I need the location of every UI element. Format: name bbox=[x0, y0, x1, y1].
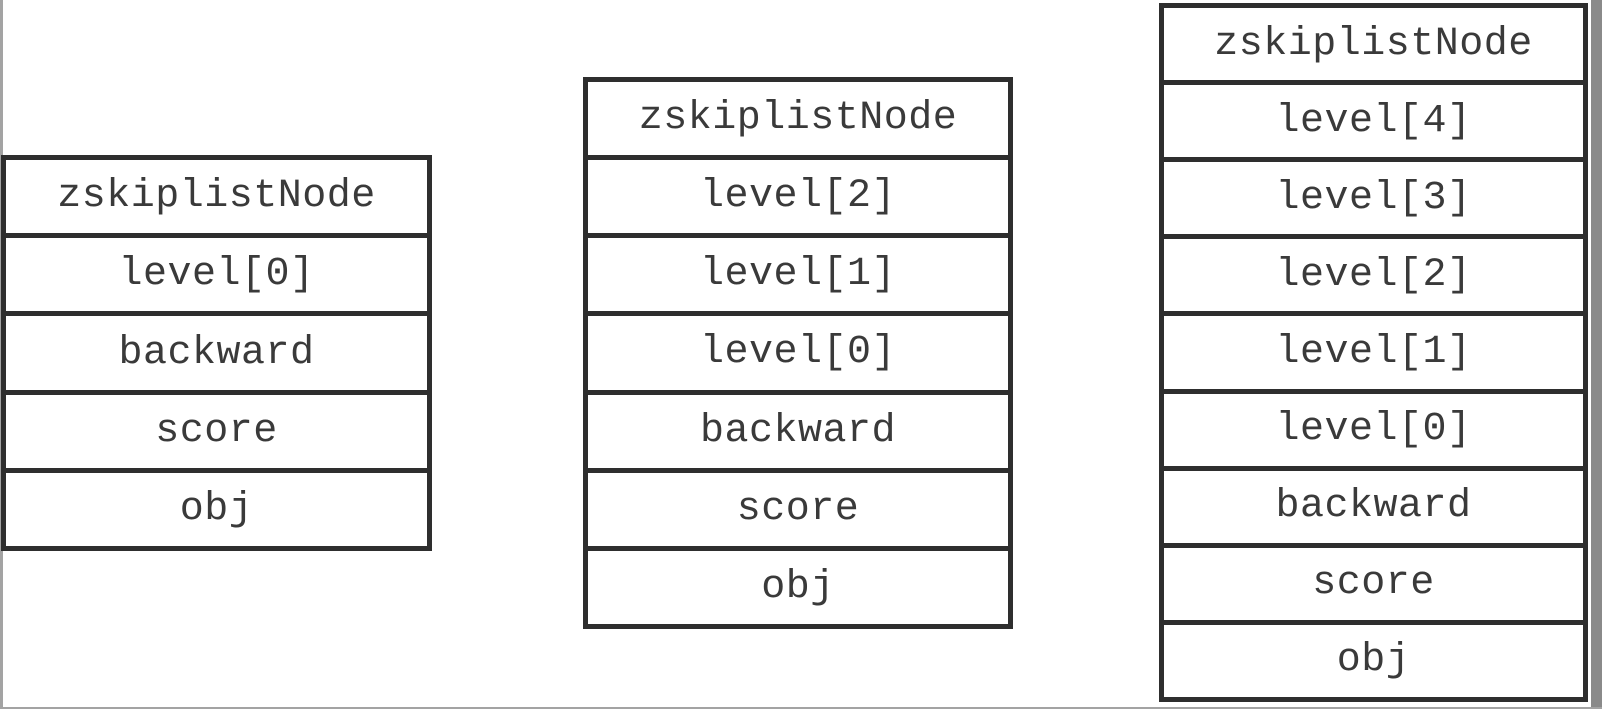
level-field-cell: level[0] bbox=[1164, 388, 1583, 466]
score-field-cell: score bbox=[1164, 542, 1583, 620]
obj-field-cell: obj bbox=[588, 545, 1008, 624]
level-field-cell: level[2] bbox=[588, 155, 1008, 233]
zskiplistnode-struct-5-levels: zskiplistNode level[4] level[3] level[2]… bbox=[1159, 3, 1588, 702]
bottom-edge-line bbox=[0, 707, 1602, 709]
backward-field-cell: backward bbox=[588, 389, 1008, 468]
struct-name-cell: zskiplistNode bbox=[1214, 21, 1533, 67]
obj-field-cell: obj bbox=[6, 467, 427, 546]
level-field-cell: level[0] bbox=[6, 233, 427, 311]
score-field-cell: score bbox=[588, 467, 1008, 546]
level-field-cell: level[4] bbox=[1164, 80, 1583, 157]
level-field-cell: level[1] bbox=[588, 233, 1008, 311]
level-field-cell: level[0] bbox=[588, 311, 1008, 389]
zskiplistnode-struct-1-level: zskiplistNode level[0] backward score ob… bbox=[1, 155, 432, 551]
level-field-cell: level[3] bbox=[1164, 157, 1583, 234]
backward-field-cell: backward bbox=[1164, 465, 1583, 543]
struct-name-cell: zskiplistNode bbox=[638, 96, 958, 142]
score-field-cell: score bbox=[6, 389, 427, 468]
backward-field-cell: backward bbox=[6, 311, 427, 389]
level-field-cell: level[2] bbox=[1164, 234, 1583, 311]
obj-field-cell: obj bbox=[1164, 619, 1583, 697]
level-field-cell: level[1] bbox=[1164, 311, 1583, 388]
struct-name-cell: zskiplistNode bbox=[57, 174, 376, 220]
zskiplistnode-struct-3-levels: zskiplistNode level[2] level[1] level[0]… bbox=[583, 77, 1013, 629]
right-edge-strip bbox=[1591, 0, 1602, 709]
